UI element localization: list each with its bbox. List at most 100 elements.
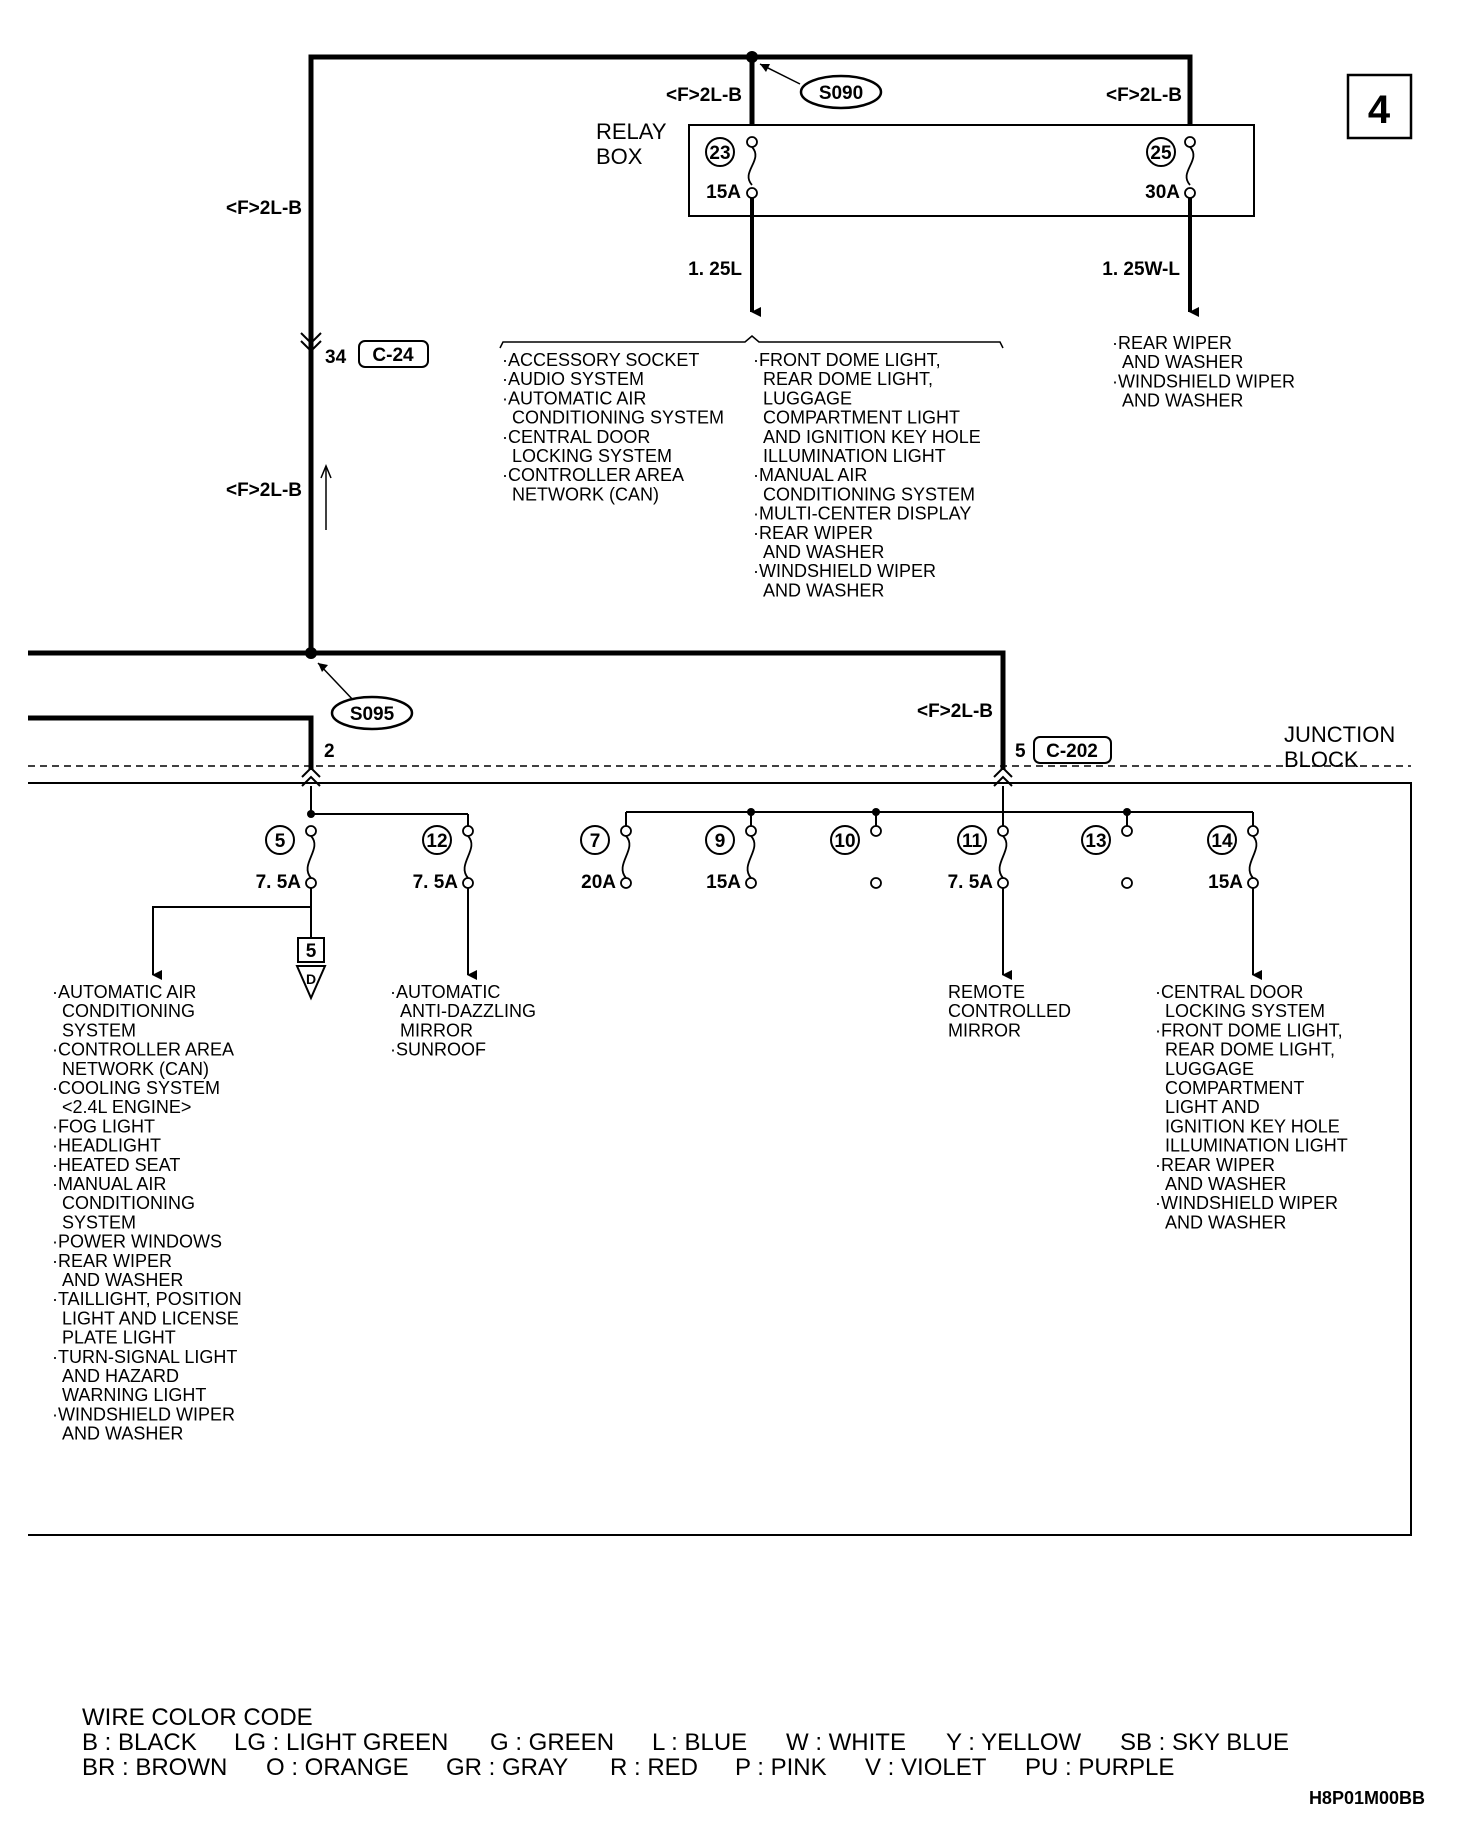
system-line: LIGHT AND xyxy=(1155,1097,1260,1117)
fuse-rating: 20A xyxy=(581,872,616,893)
connector-jb-pin-2: 2 xyxy=(301,741,335,787)
system-line: ·CENTRAL DOOR xyxy=(502,427,650,447)
splice-s095-dot xyxy=(305,647,317,659)
wire-label-fuse23: 1. 25L xyxy=(688,259,742,280)
svg-text:25: 25 xyxy=(1150,143,1172,164)
legend-entry: SB : SKY BLUE xyxy=(1120,1729,1289,1756)
svg-text:23: 23 xyxy=(709,143,730,164)
system-line: PLATE LIGHT xyxy=(52,1328,176,1348)
legend-entry: R : RED xyxy=(610,1754,698,1781)
systems-fuse23-left: ·ACCESSORY SOCKET·AUDIO SYSTEM·AUTOMATIC… xyxy=(502,350,724,504)
system-line: ·CONTROLLER AREA xyxy=(52,1040,234,1060)
legend-entry: O : ORANGE xyxy=(266,1754,409,1781)
system-line: CONDITIONING SYSTEM xyxy=(753,484,975,504)
page-number-box xyxy=(1346,73,1413,140)
systems-fuse25: ·REAR WIPER AND WASHER·WINDSHIELD WIPER … xyxy=(1112,333,1295,411)
system-line: ·REAR WIPER xyxy=(753,523,873,543)
legend-entry: PU : PURPLE xyxy=(1025,1754,1174,1781)
system-line: SYSTEM xyxy=(52,1020,136,1040)
system-line: ·CENTRAL DOOR xyxy=(1155,982,1303,1002)
connector-c24: 34 C-24 xyxy=(300,332,429,368)
relay-fuse-23: 23 15A xyxy=(705,136,758,203)
system-line: ·REAR WIPER xyxy=(1112,333,1232,353)
legend-entry: V : VIOLET xyxy=(865,1754,987,1781)
connector-c202: 5 C-202 xyxy=(993,736,1112,787)
figure-code: H8P01M00BB xyxy=(1309,1788,1425,1808)
legend-entry: P : PINK xyxy=(735,1754,827,1781)
page-number: 4 xyxy=(1368,88,1391,132)
junction-bus-dots xyxy=(307,808,1131,818)
system-line: ·FOG LIGHT xyxy=(52,1116,155,1136)
system-line: COMPARTMENT xyxy=(1155,1078,1304,1098)
system-line: AND WASHER xyxy=(1155,1174,1286,1194)
system-line: CONDITIONING xyxy=(52,1193,195,1213)
system-line: WARNING LIGHT xyxy=(52,1385,206,1405)
svg-text:34: 34 xyxy=(325,347,347,368)
svg-text:C-24: C-24 xyxy=(372,345,414,366)
system-line: ·MANUAL AIR xyxy=(52,1174,166,1194)
fuse-number: 12 xyxy=(426,831,447,852)
junction-block-outline xyxy=(28,782,1412,1536)
system-line: ·WINDSHIELD WIPER xyxy=(1155,1193,1338,1213)
systems-fuse23-right: ·FRONT DOME LIGHT, REAR DOME LIGHT, LUGG… xyxy=(753,350,981,600)
svg-text:S090: S090 xyxy=(819,83,863,104)
splice-s090: S090 xyxy=(759,63,883,110)
svg-text:5: 5 xyxy=(1015,741,1026,762)
systems-brace xyxy=(499,335,1004,349)
legend-entry: W : WHITE xyxy=(786,1729,906,1756)
splice-s095: S095 xyxy=(317,662,414,731)
legend-entry: LG : LIGHT GREEN xyxy=(234,1729,448,1756)
fuse-number: 14 xyxy=(1211,831,1233,852)
system-line: ANTI-DAZZLING xyxy=(390,1001,536,1021)
junction-bus-bars xyxy=(310,786,1254,826)
system-line: ·HEATED SEAT xyxy=(52,1155,180,1175)
fuse-number: 7 xyxy=(590,831,601,852)
jb-fuse-13: 13 xyxy=(1081,825,1133,889)
system-line: ·REAR WIPER xyxy=(1155,1155,1275,1175)
fuse-rating: 15A xyxy=(706,872,741,893)
system-line: COMPARTMENT LIGHT xyxy=(753,408,960,428)
system-line: AND WASHER xyxy=(52,1270,183,1290)
system-line: ·AUTOMATIC xyxy=(390,982,500,1002)
fuse-number: 10 xyxy=(834,831,855,852)
systems-fuse5: ·AUTOMATIC AIR CONDITIONING SYSTEM·CONTR… xyxy=(52,982,242,1444)
svg-text:S095: S095 xyxy=(350,704,395,725)
reference-connector-5-d: 5 D xyxy=(295,937,327,1001)
wire-label-fuse25: 1. 25W-L xyxy=(1102,259,1180,280)
system-line: ·MANUAL AIR xyxy=(753,465,867,485)
system-line: AND WASHER xyxy=(753,542,884,562)
wire-label-relay-left: <F>2L-B xyxy=(666,85,742,106)
fuse-rating: 7. 5A xyxy=(948,872,994,893)
system-line: ·ACCESSORY SOCKET xyxy=(502,350,699,370)
wire-label-jb-right: <F>2L-B xyxy=(917,701,993,722)
system-line: CONDITIONING xyxy=(52,1001,195,1021)
legend-title: WIRE COLOR CODE xyxy=(82,1704,313,1731)
system-line: ·WINDSHIELD WIPER xyxy=(1112,371,1295,391)
system-line: ·FRONT DOME LIGHT, xyxy=(1155,1020,1343,1040)
legend-entry: Y : YELLOW xyxy=(946,1729,1082,1756)
system-line: <2.4L ENGINE> xyxy=(52,1097,191,1117)
fuse-number: 13 xyxy=(1085,831,1106,852)
jb-fuse-7: 7 20A xyxy=(580,825,632,893)
systems-fuse12: ·AUTOMATIC ANTI-DAZZLING MIRROR·SUNROOF xyxy=(390,982,536,1060)
system-line: NETWORK (CAN) xyxy=(52,1059,209,1079)
svg-text:D: D xyxy=(306,971,316,987)
current-flow-arrow xyxy=(320,464,332,530)
jb-fuse-10: 10 xyxy=(830,825,882,889)
jb-fuse-12: 127. 5A xyxy=(413,825,474,893)
jb-output-wires xyxy=(152,888,1262,980)
system-line: AND WASHER xyxy=(52,1424,183,1444)
system-line: MIRROR xyxy=(948,1020,1021,1040)
system-line: ·POWER WINDOWS xyxy=(52,1232,222,1252)
jb-fuse-5: 57. 5A xyxy=(256,825,317,893)
system-line: ·REAR WIPER xyxy=(52,1251,172,1271)
system-line: AND HAZARD xyxy=(52,1366,179,1386)
system-line: ·TURN-SIGNAL LIGHT xyxy=(52,1347,237,1367)
svg-text:2: 2 xyxy=(324,741,335,762)
svg-text:5: 5 xyxy=(306,941,317,962)
system-line: CONTROLLED xyxy=(948,1001,1071,1021)
